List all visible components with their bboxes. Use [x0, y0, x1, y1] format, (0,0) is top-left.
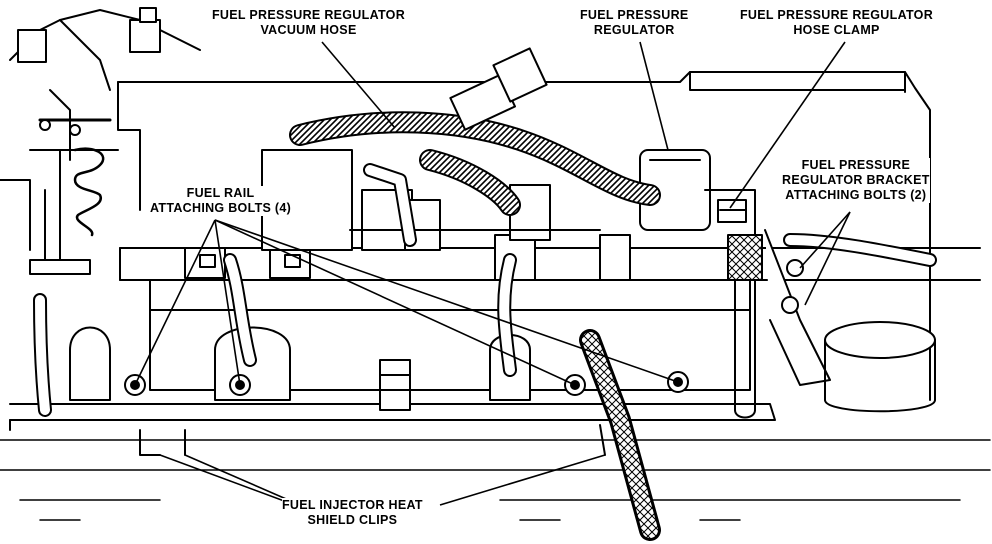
- lower-fuel-rail: [0, 403, 991, 441]
- leader-bracket-bolt-2: [804, 211, 851, 306]
- label-bracket-bolts: FUEL PRESSURE REGULATOR BRACKET ATTACHIN…: [782, 158, 930, 203]
- leader-bracket-bolt-1: [799, 211, 851, 269]
- heat-shield-clip-1: [139, 429, 161, 456]
- label-bracket-bolts-line-1: FUEL PRESSURE: [801, 158, 911, 172]
- leader-rail-bolt-1: [134, 219, 216, 386]
- label-regulator: FUEL PRESSURE REGULATOR: [580, 8, 689, 38]
- leader-regulator: [639, 41, 669, 151]
- label-vacuum-hose-line-1: FUEL PRESSURE REGULATOR: [212, 8, 406, 22]
- leader-rail-bolt-4: [214, 219, 679, 383]
- regulator-bracket: [764, 229, 831, 386]
- leader-clip-3: [439, 454, 606, 506]
- label-regulator-line-1: FUEL PRESSURE: [580, 8, 689, 22]
- reservoir-cap: [824, 321, 936, 413]
- leader-rail-bolt-2: [214, 219, 241, 386]
- hose-connector: [449, 47, 548, 131]
- vacuum-hose: [289, 111, 661, 216]
- label-shield-clips-line-2: SHIELD CLIPS: [307, 513, 398, 527]
- fuel-rail: [119, 247, 981, 281]
- leader-lines: [134, 41, 851, 506]
- leader-clip-2: [184, 454, 301, 506]
- leader-clip-1: [159, 454, 296, 506]
- label-hose-clamp: FUEL PRESSURE REGULATOR HOSE CLAMP: [740, 8, 934, 38]
- label-shield-clips: FUEL INJECTOR HEAT SHIELD CLIPS: [282, 498, 423, 528]
- hose-clamp: [717, 199, 747, 223]
- label-shield-clips-line-1: FUEL INJECTOR HEAT: [282, 498, 423, 512]
- injector-1: [69, 326, 146, 401]
- fuel-return-line: [727, 234, 763, 419]
- label-bracket-bolts-line-2: REGULATOR BRACKET: [782, 173, 930, 187]
- leader-vacuum-hose: [321, 41, 396, 129]
- throttle-return-spring: [29, 147, 105, 275]
- leader-hose-clamp: [729, 41, 846, 209]
- label-vacuum-hose-line-2: VACUUM HOSE: [260, 23, 357, 37]
- label-vacuum-hose: FUEL PRESSURE REGULATOR VACUUM HOSE: [212, 8, 406, 38]
- leader-rail-bolt-3: [214, 219, 576, 386]
- label-bracket-bolts-line-3: ATTACHING BOLTS (2): [785, 188, 927, 202]
- label-rail-bolts-line-1: FUEL RAIL: [186, 186, 255, 200]
- label-rail-bolts: FUEL RAIL ATTACHING BOLTS (4): [150, 186, 292, 216]
- fuel-pressure-regulator: [639, 149, 756, 241]
- label-rail-bolts-line-2: ATTACHING BOLTS (4): [150, 201, 292, 215]
- label-regulator-line-2: REGULATOR: [593, 23, 675, 37]
- heat-shield-clip-3: [599, 424, 606, 456]
- label-hose-clamp-line-2: HOSE CLAMP: [793, 23, 880, 37]
- wire-harness: [579, 329, 661, 541]
- label-hose-clamp-line-1: FUEL PRESSURE REGULATOR: [740, 8, 934, 22]
